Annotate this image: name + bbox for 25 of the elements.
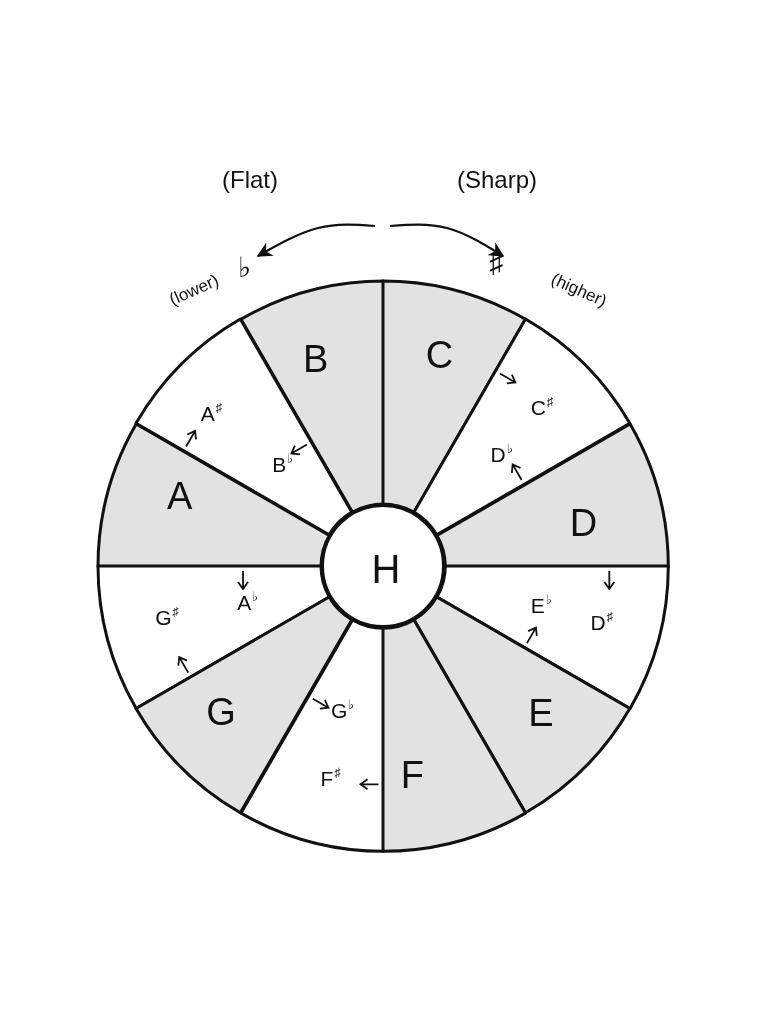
note-label: E$^{♭}$	[530, 594, 552, 617]
note-letter: C	[425, 336, 454, 375]
note-letter: A	[167, 477, 193, 515]
note-label: A$^{♭}$	[237, 591, 259, 614]
note-sector	[434, 421, 670, 568]
note-sector	[96, 421, 332, 568]
note-sector	[381, 617, 528, 853]
note-label: G$^{♭}$	[331, 699, 355, 722]
heading-label: (Flat)	[222, 168, 278, 192]
note-label: G$^{♯}$	[155, 606, 179, 629]
accidental-sector	[238, 617, 385, 853]
heading-label: (Sharp)	[457, 168, 537, 192]
note-letter: B	[302, 339, 329, 378]
note-letter: H	[371, 549, 401, 589]
note-label: D$^{♭}$	[490, 443, 513, 466]
note-letter: F	[400, 755, 424, 794]
flat-symbol: ♭	[237, 254, 251, 282]
note-letter: D	[569, 504, 598, 543]
note-label: C$^{♯}$	[530, 395, 554, 418]
note-label: B$^{♭}$	[272, 453, 294, 475]
note-letter: G	[206, 692, 236, 731]
note-letter: E	[528, 694, 554, 733]
note-label: A$^{♯}$	[200, 402, 223, 425]
note-label: D$^{♯}$	[590, 611, 614, 634]
note-label: F$^{♯}$	[320, 766, 341, 789]
